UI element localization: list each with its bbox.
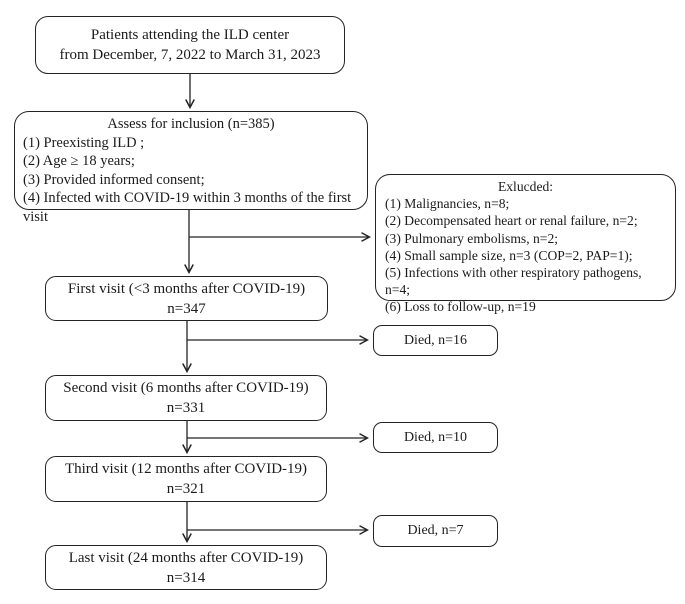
box-first-visit: First visit (<3 months after COVID-19) n… [45, 276, 328, 321]
last-visit-count: n=314 [166, 569, 206, 586]
died-after-second-label: Died, n=10 [403, 429, 468, 445]
last-visit-line1: Last visit (24 months after COVID-19) [68, 549, 304, 566]
third-visit-count: n=321 [166, 481, 206, 497]
excluded-reason-3: (3) Pulmonary embolisms, n=2; [385, 230, 559, 246]
box-died-after-second: Died, n=10 [373, 422, 498, 453]
patients-line1: Patients attending the ILD center [90, 27, 290, 43]
patients-line2: from December, 7, 2022 to March 31, 2023 [59, 47, 321, 63]
excluded-reason-1: (1) Malignancies, n=8; [385, 196, 510, 212]
excluded-reason-4: (4) Small sample size, n=3 (COP=2, PAP=1… [385, 247, 633, 263]
box-third-visit: Third visit (12 months after COVID-19) n… [45, 456, 327, 502]
assess-criterion-3: (3) Provided informed consent; [23, 171, 205, 188]
third-visit-line1: Third visit (12 months after COVID-19) [64, 461, 308, 477]
assess-title: Assess for inclusion (n=385) [107, 116, 275, 132]
box-second-visit: Second visit (6 months after COVID-19) n… [45, 375, 327, 421]
first-visit-line1: First visit (<3 months after COVID-19) [67, 280, 306, 297]
box-excluded: Exlucded: (1) Malignancies, n=8; (2) Dec… [375, 174, 676, 314]
box-died-after-third: Died, n=7 [373, 515, 498, 547]
died-after-third-label: Died, n=7 [407, 523, 464, 538]
box-last-visit: Last visit (24 months after COVID-19) n=… [45, 545, 327, 590]
excluded-title: Exlucded: [497, 179, 554, 194]
assess-criterion-4: (4) Infected with COVID-19 within 3 mont… [23, 190, 352, 225]
box-patients-attending: Patients attending the ILD center from D… [35, 16, 345, 74]
excluded-reason-5: (5) Infections with other respiratory pa… [385, 265, 642, 298]
excluded-reason-2: (2) Decompensated heart or renal failure… [385, 213, 638, 229]
first-visit-count: n=347 [167, 300, 206, 317]
died-after-first-label: Died, n=16 [403, 332, 468, 348]
second-visit-count: n=331 [166, 400, 206, 416]
box-assess-inclusion: Assess for inclusion (n=385) (1) Preexis… [14, 111, 368, 225]
assess-criterion-2: (2) Age ≥ 18 years; [23, 153, 135, 170]
second-visit-line1: Second visit (6 months after COVID-19) [63, 380, 309, 396]
assess-criterion-1: (1) Preexisting ILD ; [23, 134, 145, 151]
excluded-reason-6: (6) Loss to follow-up, n=19 [385, 299, 536, 315]
box-died-after-first: Died, n=16 [373, 325, 498, 356]
